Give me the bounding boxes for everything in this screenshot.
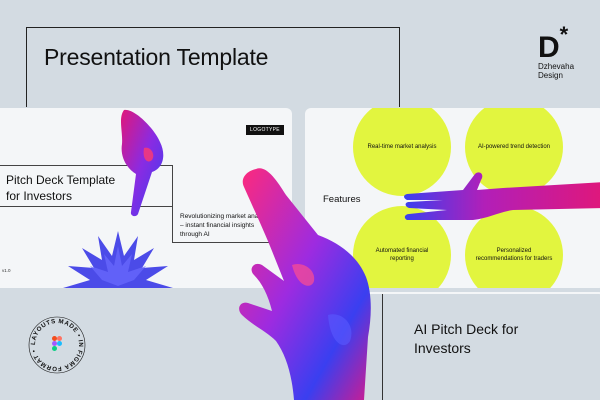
feature-circle: Personalized recommendations for traders [465,206,563,288]
slide-title: Pitch Deck Template for Investors [6,172,115,204]
features-label: Features [323,194,361,205]
divider [0,206,172,207]
figma-icon [52,336,62,351]
pointing-hand-image [120,109,164,217]
stamp-text: LAYOUTS MADE • IN FIGMA FORMAT • [30,318,83,372]
brand-line-2: Design [538,71,563,80]
open-hand-image [404,172,600,220]
title-frame [26,27,400,107]
cover-title: AI Pitch Deck for Investors [414,320,518,358]
version-label: v1.0 [2,268,11,273]
brand-letter: D [538,31,560,64]
figma-stamp: LAYOUTS MADE • IN FIGMA FORMAT • [28,316,86,374]
divider [382,294,383,400]
svg-text:LAYOUTS MADE • IN FIGMA FORMAT: LAYOUTS MADE • IN FIGMA FORMAT • [30,318,84,372]
slide-card-title[interactable]: LOGOTYPE Pitch Deck Template for Investo… [0,108,292,288]
feature-text: Real-time market analysis [367,144,437,150]
brand-name: Dzhevaha Design [538,62,574,80]
feature-text: Automated financial reporting [375,248,429,262]
feature-text: AI-powered trend detection [477,144,551,150]
slide-title-line-1: Pitch Deck Template [6,173,116,187]
cover-title-line-1: AI Pitch Deck for [414,321,519,337]
blue-flower-image [63,231,173,288]
brand-line-1: Dzhevaha [538,62,575,71]
feature-circle: AI-powered trend detection [465,108,563,196]
slide-subtitle: Revolutionizing market analysis – instan… [180,213,272,238]
feature-circle: Real-time market analysis [353,108,451,196]
divider [0,165,172,166]
cover-title-line-2: Investors [414,340,471,356]
page-title: Presentation Template [44,44,269,70]
slide-title-line-2: for Investors [6,189,73,203]
subtitle-box [172,165,274,243]
brand-logo: D* [538,24,568,64]
brand-star: * [559,22,569,47]
slide-card-features[interactable]: Real-time market analysis AI-powered tre… [305,108,600,288]
large-pointing-hand-image [239,168,371,400]
feature-text: Personalized recommendations for traders [475,248,553,262]
logotype-badge: LOGOTYPE [246,125,284,135]
